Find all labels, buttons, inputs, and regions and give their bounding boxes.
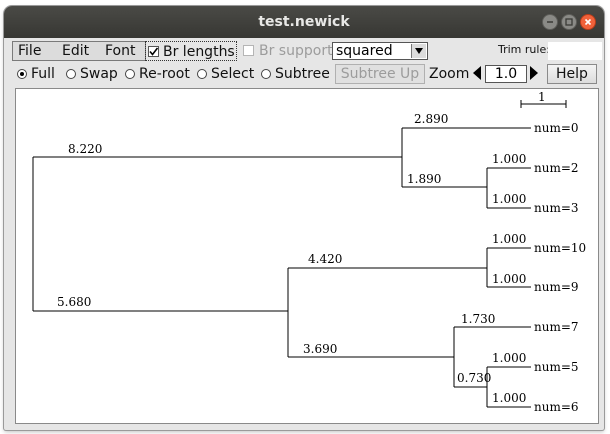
radio-dot — [261, 69, 271, 79]
radio-dot — [197, 69, 207, 79]
trim-rule-input[interactable] — [548, 42, 602, 60]
tree-style-value: squared — [336, 43, 393, 59]
help-button[interactable]: Help — [547, 64, 597, 84]
menu-file[interactable]: File — [18, 43, 42, 59]
leaf-label[interactable]: num=10 — [534, 241, 586, 255]
checkbox-box — [243, 45, 254, 56]
menu-edit[interactable]: Edit — [62, 43, 90, 59]
branch-length-label: 5.680 — [57, 295, 91, 309]
minimize-icon — [547, 21, 553, 23]
app-window: test.newick File Edit Font Br lengths — [4, 6, 604, 430]
br-support-label: Br support — [259, 43, 333, 59]
radio-dot — [66, 69, 76, 79]
branch-length-label: 1.000 — [492, 232, 526, 246]
branch-length-label: 1.000 — [492, 152, 526, 166]
check-icon — [149, 47, 159, 56]
scale-bar-label: 1 — [538, 90, 546, 104]
branch-length-label: 4.420 — [308, 252, 342, 266]
branch-length-label: 1.000 — [492, 391, 526, 405]
zoom-decrease-icon[interactable] — [473, 66, 481, 80]
mode-subtree-label: Subtree — [275, 66, 330, 82]
radio-dot — [125, 69, 135, 79]
mode-full-label: Full — [31, 66, 55, 82]
maximize-button[interactable] — [561, 14, 577, 30]
tree-style-select[interactable]: squared — [332, 42, 428, 60]
leaf-label[interactable]: num=3 — [534, 201, 579, 215]
branch-length-label: 8.220 — [68, 142, 102, 156]
phylogenetic-tree: 1 2.890 8.220 1.000 1.890 1.000 4.420 1.… — [32, 90, 586, 414]
branch-length-label: 1.000 — [492, 272, 526, 286]
zoom-increase-icon[interactable] — [530, 66, 538, 80]
leaf-label[interactable]: num=7 — [534, 320, 579, 334]
br-lengths-label: Br lengths — [163, 44, 235, 60]
maximize-icon — [565, 18, 573, 26]
toolbar-row-2: Full Swap Re-root Select Subtree Subtree… — [4, 63, 604, 85]
menu-font[interactable]: Font — [105, 43, 136, 59]
close-button[interactable] — [580, 14, 596, 30]
zoom-value-field[interactable]: 1.0 — [485, 65, 527, 83]
branch-length-label: 1.000 — [492, 192, 526, 206]
menu-bar: File Edit Font — [12, 41, 146, 61]
mode-select-label: Select — [211, 66, 255, 82]
branch-length-label: 1.890 — [407, 172, 441, 186]
toolbar-row-1: File Edit Font Br lengths Br support squ… — [4, 40, 604, 62]
select-arrow — [411, 44, 426, 58]
leaf-label[interactable]: num=6 — [534, 400, 579, 414]
br-support-checkbox[interactable]: Br support — [243, 41, 333, 61]
trim-rule-label: Trim rule: — [498, 43, 550, 56]
minimize-button[interactable] — [542, 14, 558, 30]
close-icon — [584, 18, 592, 26]
mode-swap-label: Swap — [80, 66, 118, 82]
branch-length-label: 3.690 — [303, 342, 337, 356]
checkbox-box — [148, 46, 159, 57]
br-lengths-checkbox[interactable]: Br lengths — [145, 41, 237, 61]
mode-reroot-label: Re-root — [139, 66, 190, 82]
leaf-label[interactable]: num=2 — [534, 161, 579, 175]
leaf-label[interactable]: num=5 — [534, 360, 579, 374]
branch-length-label: 0.730 — [457, 371, 491, 385]
radio-dot — [17, 69, 27, 79]
title-bar[interactable]: test.newick — [4, 6, 604, 38]
chevron-down-icon — [415, 48, 423, 54]
branch-length-label: 1.000 — [492, 351, 526, 365]
leaf-label[interactable]: num=0 — [534, 121, 579, 135]
branch-length-label: 2.890 — [414, 112, 448, 126]
tree-canvas[interactable]: 1 2.890 8.220 1.000 1.890 1.000 4.420 1.… — [15, 88, 599, 424]
window-title: test.newick — [258, 14, 350, 30]
leaf-label[interactable]: num=9 — [534, 280, 579, 294]
zoom-label: Zoom — [429, 66, 470, 82]
subtree-up-button[interactable]: Subtree Up — [335, 64, 425, 84]
branch-length-label: 1.730 — [461, 312, 495, 326]
